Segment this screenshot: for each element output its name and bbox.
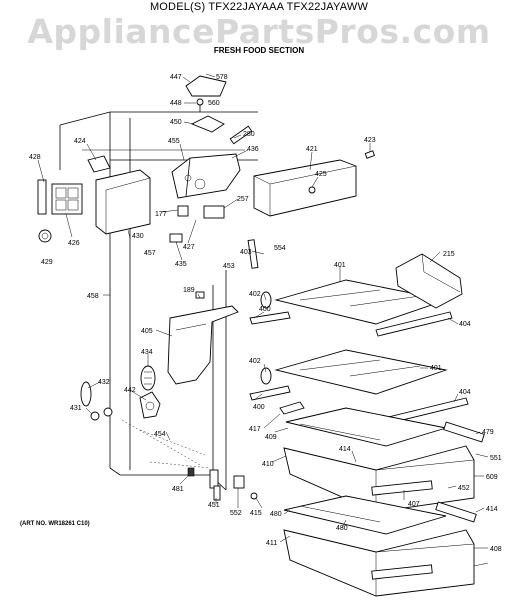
top-components (37, 75, 376, 299)
part-label: 404 (459, 321, 471, 328)
part-label: 451 (208, 502, 220, 509)
part-label: 411 (266, 540, 277, 547)
part-label: 481 (172, 486, 184, 493)
part-label: 552 (230, 510, 242, 517)
part-label: 452 (458, 485, 470, 492)
part-label: 458 (87, 293, 99, 300)
part-label: 429 (41, 259, 53, 266)
part-label: 402 (249, 358, 261, 365)
part-callouts: 447 578 448 560 450 280 424 455 436 421 … (29, 74, 502, 553)
part-label: 407 (408, 501, 420, 508)
part-label: 436 (247, 146, 259, 153)
part-label: 215 (443, 251, 455, 258)
watermark: AppliancePartsPros.com (27, 12, 491, 51)
part-label: 421 (306, 146, 318, 153)
part-label: 414 (486, 506, 498, 513)
model-numbers: MODEL(S) TFX22JAYAAA TFX22JAYAWW (149, 1, 369, 13)
part-label: 415 (250, 510, 262, 517)
part-label: 609 (486, 474, 498, 481)
part-label: 400 (253, 404, 265, 411)
bottom-hardware (187, 467, 258, 501)
part-label: 442 (124, 387, 136, 394)
part-label: 431 (70, 405, 82, 412)
part-label: 430 (132, 233, 144, 240)
part-label: 551 (490, 455, 502, 462)
part-label: 435 (175, 261, 187, 268)
part-label: 578 (216, 74, 228, 81)
part-label: 427 (183, 244, 195, 251)
part-label: 408 (490, 546, 502, 553)
part-label: 404 (459, 389, 471, 396)
part-label: 417 (249, 426, 261, 433)
part-label: 480 (336, 525, 348, 532)
part-label: 453 (223, 263, 235, 270)
part-label: 457 (144, 250, 156, 257)
art-number: (ART NO. WR18261 C10) (20, 521, 90, 527)
part-label: 434 (141, 349, 153, 356)
part-label: 400 (259, 306, 271, 313)
part-label: 554 (274, 245, 286, 252)
part-label: 177 (155, 211, 167, 218)
part-label: 428 (29, 154, 41, 161)
part-label: 409 (265, 434, 277, 441)
part-label: 480 (270, 511, 282, 518)
part-label: 447 (170, 74, 182, 81)
part-label: 432 (98, 379, 110, 386)
part-label: 414 (339, 446, 351, 453)
part-label: 479 (482, 429, 494, 436)
part-label: 401 (334, 262, 346, 269)
part-label: 257 (237, 196, 249, 203)
part-label: 405 (141, 328, 153, 335)
part-label: 454 (154, 431, 166, 438)
part-label: 189 (183, 287, 195, 294)
left-side-components (80, 305, 239, 421)
part-label: 402 (249, 291, 261, 298)
leader-lines (37, 73, 489, 567)
part-label: 425 (315, 171, 327, 178)
part-label: 403 (240, 249, 252, 256)
shelves (249, 253, 469, 427)
part-label: 426 (68, 240, 80, 247)
part-label: 560 (208, 100, 220, 107)
part-label: 455 (168, 138, 180, 145)
part-label: 280 (243, 131, 255, 138)
part-label: 424 (74, 138, 86, 145)
part-label: 423 (364, 137, 376, 144)
part-label: 410 (262, 461, 274, 468)
part-label: 401 (430, 365, 442, 372)
part-label: 450 (170, 119, 182, 126)
part-label: 448 (170, 100, 182, 107)
section-title: FRESH FOOD SECTION (213, 46, 305, 55)
crisper-drawers (279, 401, 485, 597)
